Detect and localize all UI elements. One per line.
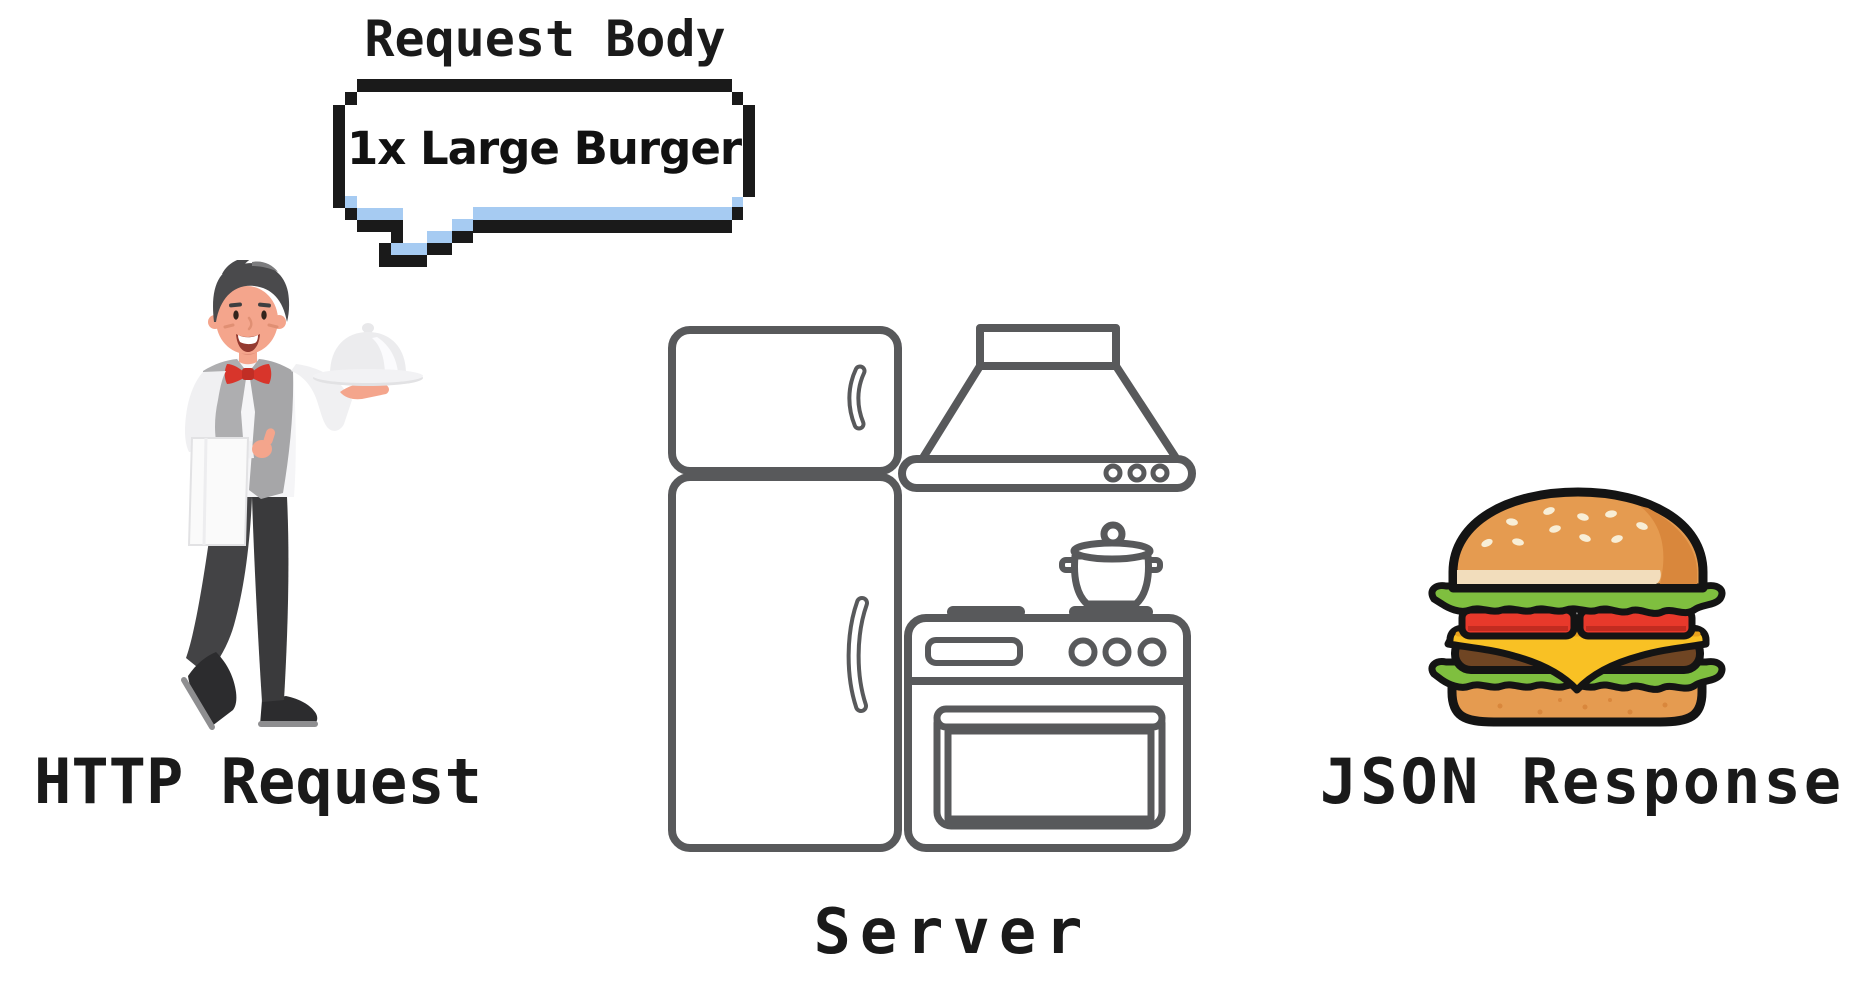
bubble-order-text: 1x Large Burger <box>346 121 742 175</box>
thumbs-up-hand <box>252 428 276 458</box>
http-request-label: HTTP Request <box>34 745 482 818</box>
waiter-head <box>208 260 290 365</box>
bubble-body <box>333 79 755 233</box>
burger-lettuce-top <box>1428 582 1726 617</box>
cloche-icon <box>313 323 423 386</box>
bowtie-icon <box>224 364 272 384</box>
extractor-hood-icon <box>898 324 1196 492</box>
request-body-bubble-graphic <box>333 79 755 267</box>
json-response-label: JSON Response <box>1319 745 1845 818</box>
server-label: Server <box>813 895 1092 968</box>
waiter-right-arm <box>291 323 423 431</box>
towel <box>187 437 250 546</box>
fridge-icon <box>668 326 902 852</box>
json-response-burger-illustration <box>1428 487 1726 727</box>
waiter-left-arm <box>185 371 276 546</box>
server-kitchen-illustration <box>668 324 1196 852</box>
request-body-title: Request Body <box>364 10 726 68</box>
sesame-seeds <box>1481 507 1648 548</box>
pot-icon <box>1059 521 1163 608</box>
stove-icon <box>904 606 1191 852</box>
burger-top-bun <box>1448 487 1708 593</box>
waiter-illustration <box>181 260 423 730</box>
bubble-tail <box>379 219 473 267</box>
